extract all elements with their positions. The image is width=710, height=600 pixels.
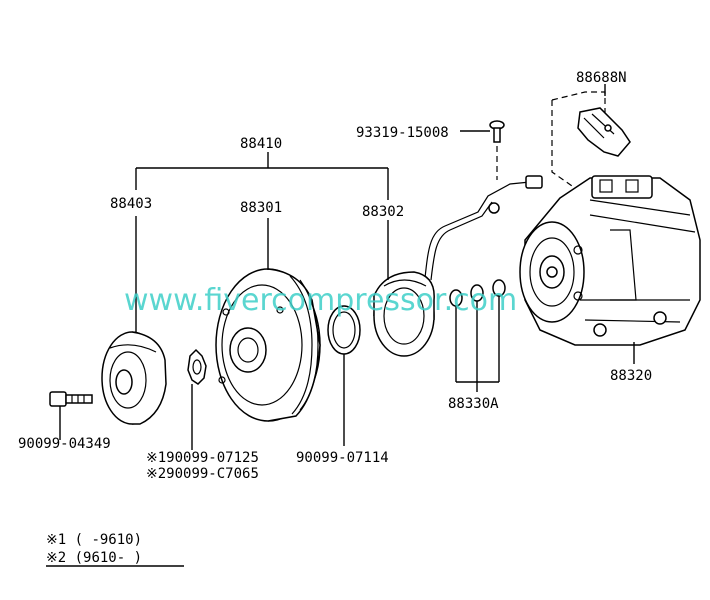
label-90099-07114: 90099-07114	[296, 450, 389, 466]
snap-ring-90099-07114	[327, 305, 361, 446]
compressor-88320	[519, 175, 701, 346]
label-90099-04349: 90099-04349	[18, 436, 111, 452]
note-2: ※2 (9610- )	[46, 550, 142, 566]
field-coil-88302	[373, 271, 435, 357]
label-88330A: 88330A	[448, 396, 499, 412]
o-rings-88330A	[449, 279, 506, 392]
pressure-plate-88403	[101, 331, 167, 425]
wire-harness	[424, 175, 543, 281]
watermark-text: www.fivercompressor.com	[124, 283, 517, 318]
label-90099-07065: ※290099-C7065	[146, 466, 259, 482]
bracket-88688N	[551, 91, 631, 189]
label-88688N: 88688N	[576, 70, 627, 86]
pulley-88301	[215, 268, 321, 422]
assembly-bracket-88410	[135, 152, 389, 332]
label-93319-15008: 93319-15008	[356, 125, 449, 141]
note-1: ※1 ( -9610)	[46, 532, 142, 548]
label-88301: 88301	[240, 200, 282, 216]
label-90099-07125: ※190099-07125	[146, 450, 259, 466]
label-88403: 88403	[110, 196, 152, 212]
label-88302: 88302	[362, 204, 404, 220]
screw-93319	[460, 120, 505, 180]
label-88410: 88410	[240, 136, 282, 152]
shim-90099-07125	[187, 348, 207, 450]
bolt-90099-04349	[49, 391, 93, 440]
label-88320: 88320	[610, 368, 652, 384]
